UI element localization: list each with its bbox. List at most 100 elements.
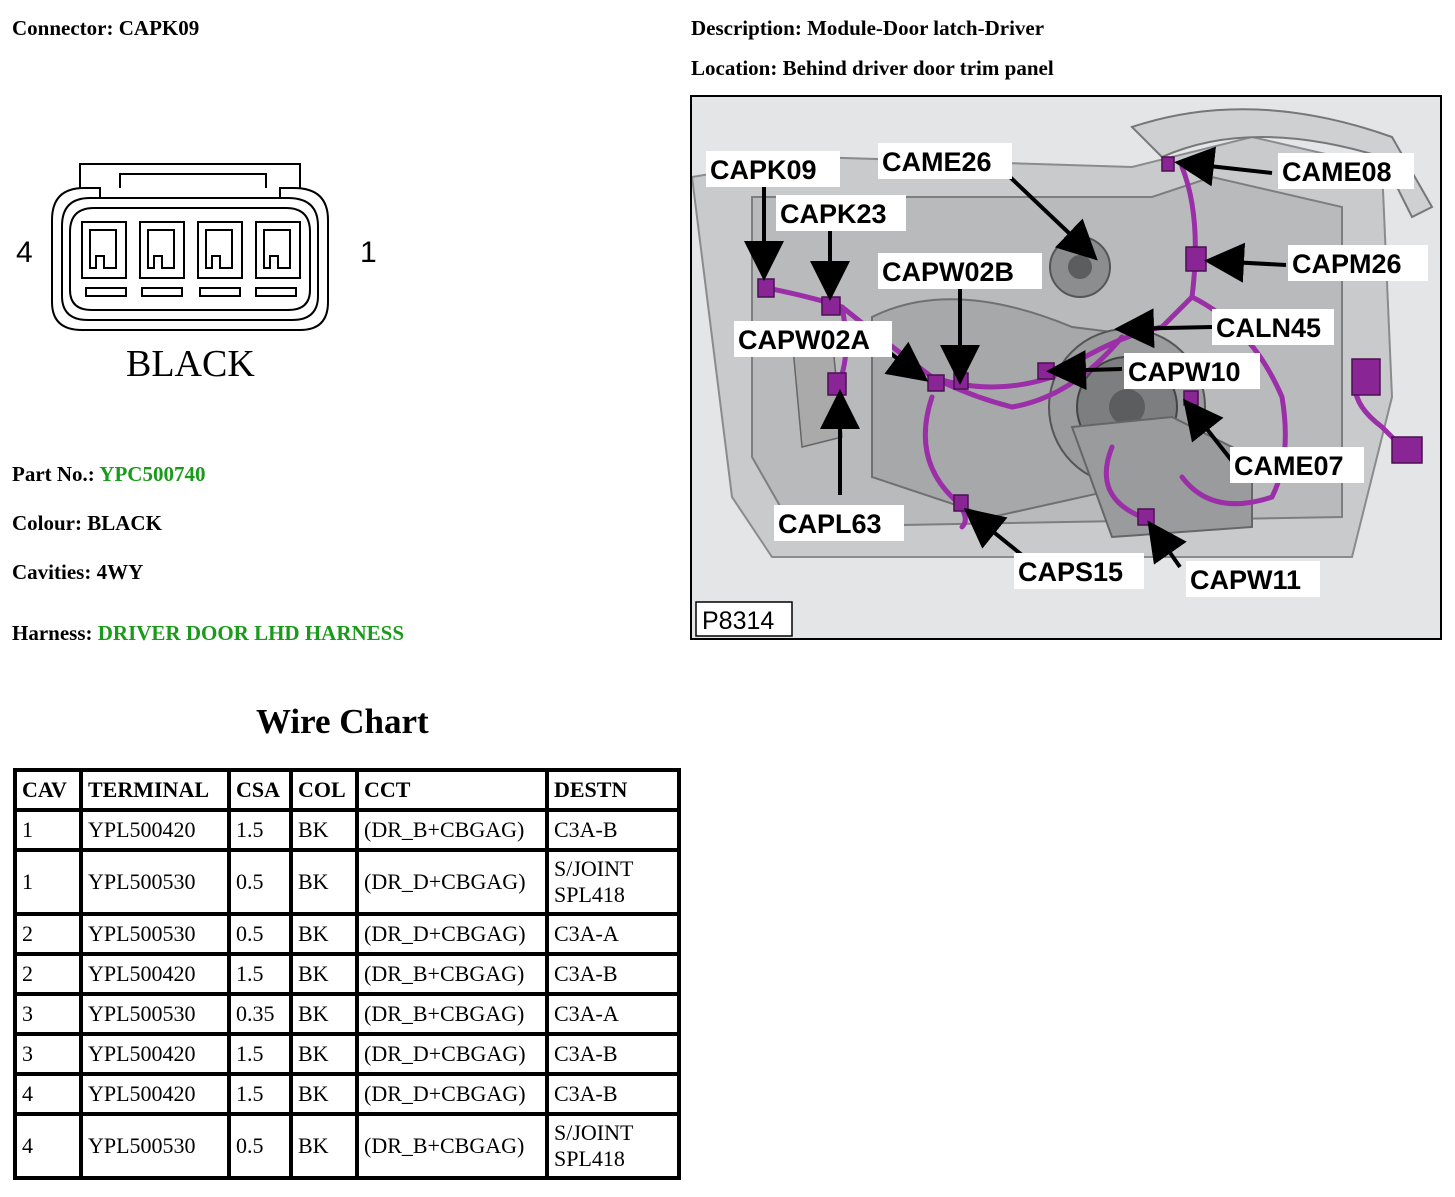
connector-label: Connector: <box>12 16 114 40</box>
cell-csa: 0.5 <box>227 1112 293 1180</box>
part-no-value[interactable]: YPC500740 <box>99 462 206 486</box>
cell-terminal: YPL500530 <box>79 992 231 1036</box>
harness-value[interactable]: DRIVER DOOR LHD HARNESS <box>97 621 405 645</box>
callout-caps15: CAPS15 <box>1018 557 1123 587</box>
cavities-value: 4WY <box>96 560 144 584</box>
cell-csa: 1.5 <box>227 1072 293 1116</box>
cell-cct: (DR_D+CBGAG) <box>355 1032 549 1076</box>
cell-destn: C3A-B <box>545 952 681 996</box>
cell-destn: C3A-B <box>545 1032 681 1076</box>
location-value: Behind driver door trim panel <box>782 56 1054 80</box>
cell-csa: 0.35 <box>227 992 293 1036</box>
cell-cav: 4 <box>13 1072 83 1116</box>
cell-terminal: YPL500420 <box>79 1072 231 1116</box>
callout-capw02b: CAPW02B <box>882 257 1014 287</box>
cell-cct: (DR_D+CBGAG) <box>355 1072 549 1116</box>
header-cav: CAV <box>13 768 83 812</box>
callout-came07: CAME07 <box>1234 451 1344 481</box>
cell-csa: 1.5 <box>227 952 293 996</box>
callout-came08: CAME08 <box>1282 157 1392 187</box>
cell-col: BK <box>289 1032 359 1076</box>
callout-capk23: CAPK23 <box>780 199 887 229</box>
cell-cav: 2 <box>13 952 83 996</box>
cell-terminal: YPL500420 <box>79 808 231 852</box>
callout-capm26: CAPM26 <box>1292 249 1402 279</box>
colour-label: Colour: <box>12 511 82 535</box>
destn-line: S/JOINT <box>554 1120 634 1145</box>
header-csa: CSA <box>227 768 293 812</box>
cell-destn: C3A-B <box>545 1072 681 1116</box>
header-col: COL <box>289 768 359 812</box>
cell-col: BK <box>289 912 359 956</box>
part-no-label: Part No.: <box>12 462 95 486</box>
callout-capl63: CAPL63 <box>778 509 882 539</box>
cell-destn: C3A-B <box>545 808 681 852</box>
connector-heading: Connector: CAPK09 <box>12 16 199 41</box>
door-harness-figure: CAPK09 CAPK23 CAME26 CAME08 CAPM26 CAPW0… <box>690 95 1442 640</box>
cell-col: BK <box>289 1112 359 1180</box>
cavities-row: Cavities: 4WY <box>12 560 143 585</box>
callout-capw02a: CAPW02A <box>738 325 870 355</box>
cell-col: BK <box>289 808 359 852</box>
location-label: Location: <box>691 56 778 80</box>
cell-cct: (DR_B+CBGAG) <box>355 808 549 852</box>
callout-capw11: CAPW11 <box>1190 565 1301 595</box>
cell-col: BK <box>289 952 359 996</box>
cell-cct: (DR_B+CBGAG) <box>355 992 549 1036</box>
cell-csa: 1.5 <box>227 808 293 852</box>
callout-capk09: CAPK09 <box>710 155 817 185</box>
destn-line: SPL418 <box>554 882 625 907</box>
cell-terminal: YPL500530 <box>79 1112 231 1180</box>
pin-label-4: 4 <box>16 236 33 269</box>
cell-terminal: YPL500530 <box>79 912 231 956</box>
description-heading: Description: Module-Door latch-Driver <box>691 16 1044 41</box>
cell-cav: 1 <box>13 848 83 916</box>
cell-col: BK <box>289 1072 359 1116</box>
cell-csa: 1.5 <box>227 1032 293 1076</box>
cell-terminal: YPL500420 <box>79 952 231 996</box>
cell-terminal: YPL500420 <box>79 1032 231 1076</box>
cell-cav: 4 <box>13 1112 83 1180</box>
pin-label-1: 1 <box>360 236 377 269</box>
destn-line: SPL418 <box>554 1146 625 1171</box>
cell-cav: 2 <box>13 912 83 956</box>
colour-row: Colour: BLACK <box>12 511 162 536</box>
cell-destn: C3A-A <box>545 912 681 956</box>
colour-value: BLACK <box>87 511 162 535</box>
connector-color-text: BLACK <box>126 343 255 385</box>
harness-row: Harness: DRIVER DOOR LHD HARNESS <box>12 621 404 646</box>
cell-csa: 0.5 <box>227 848 293 916</box>
cell-cct: (DR_D+CBGAG) <box>355 912 549 956</box>
cell-cct: (DR_B+CBGAG) <box>355 1112 549 1180</box>
harness-label: Harness: <box>12 621 93 645</box>
cell-col: BK <box>289 848 359 916</box>
location-heading: Location: Behind driver door trim panel <box>691 56 1054 81</box>
cell-cav: 1 <box>13 808 83 852</box>
callout-came26: CAME26 <box>882 147 992 177</box>
description-value: Module-Door latch-Driver <box>807 16 1045 40</box>
table-header-row: CAV TERMINAL CSA COL CCT DESTN <box>13 768 681 812</box>
cell-csa: 0.5 <box>227 912 293 956</box>
cell-destn: C3A-A <box>545 992 681 1036</box>
header-destn: DESTN <box>545 768 681 812</box>
cell-cct: (DR_B+CBGAG) <box>355 952 549 996</box>
connector-face-drawing: 4 1 BLACK <box>10 150 390 390</box>
header-terminal: TERMINAL <box>79 768 231 812</box>
callout-capw10: CAPW10 <box>1128 357 1241 387</box>
destn-line: S/JOINT <box>554 856 634 881</box>
part-no-row: Part No.: YPC500740 <box>12 462 205 487</box>
figure-id: P8314 <box>702 607 774 635</box>
cell-cav: 3 <box>13 1032 83 1076</box>
cell-cav: 3 <box>13 992 83 1036</box>
cell-terminal: YPL500530 <box>79 848 231 916</box>
